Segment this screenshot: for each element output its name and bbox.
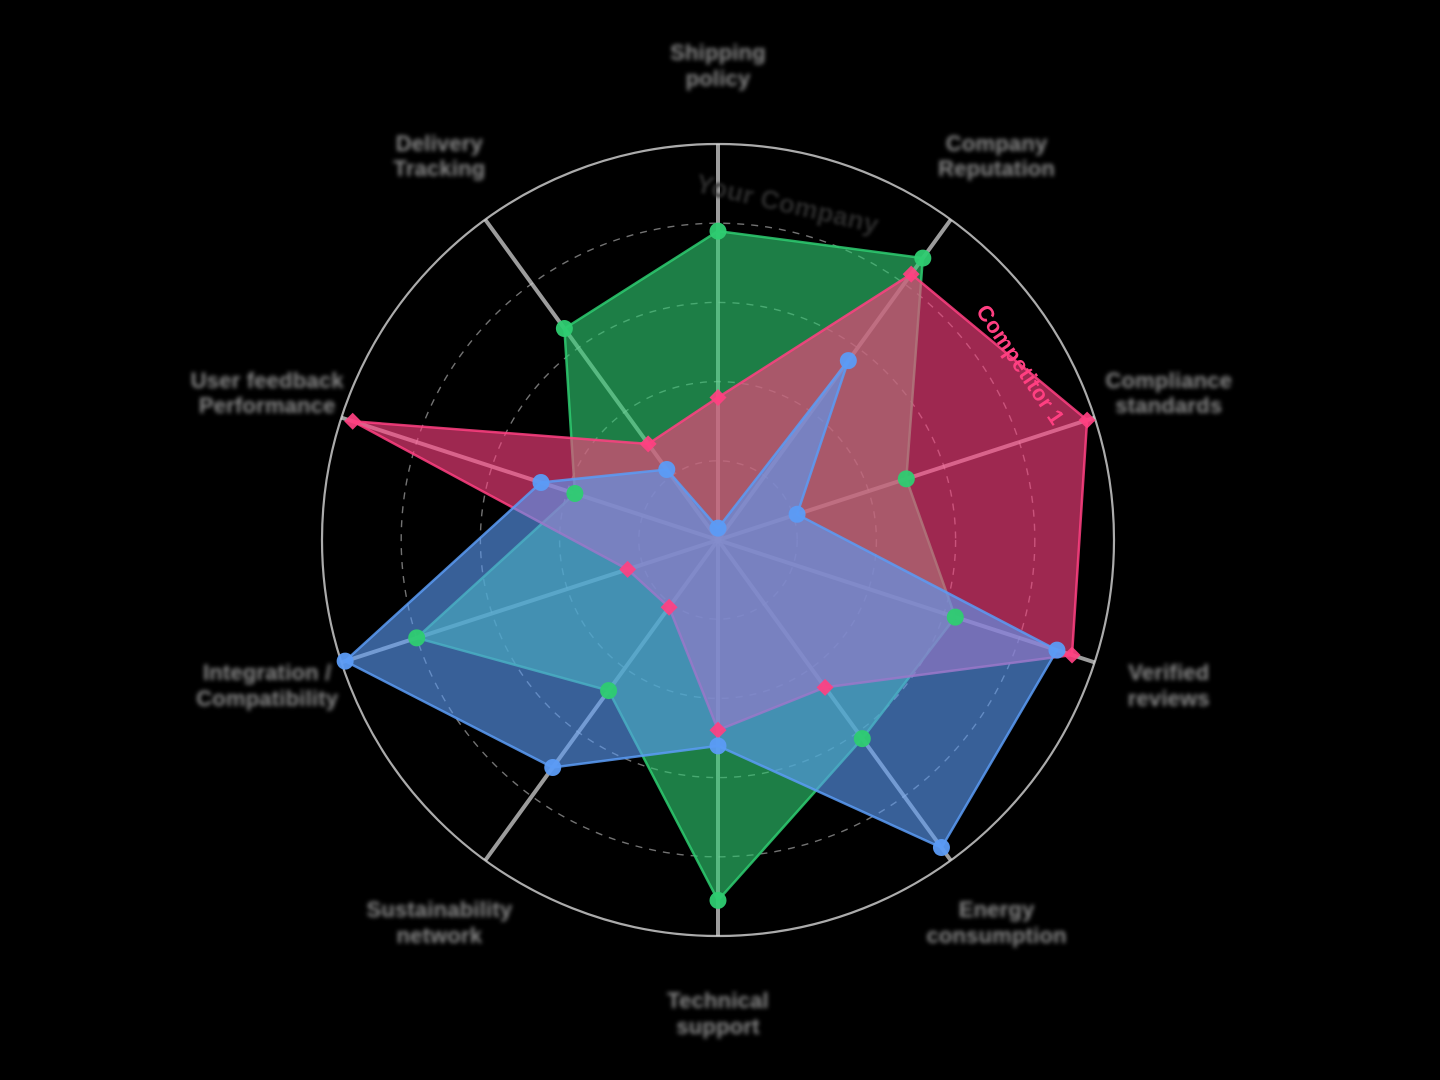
- series-point: [709, 519, 727, 537]
- series-point: [658, 461, 676, 479]
- series-point: [555, 320, 573, 338]
- series-point: [914, 249, 932, 267]
- series-point: [544, 758, 562, 776]
- series-point-layer[interactable]: [336, 222, 1096, 909]
- series-point: [566, 484, 584, 502]
- series-point: [344, 412, 362, 430]
- series-point: [1048, 641, 1066, 659]
- series-point: [1063, 646, 1081, 664]
- series-point: [946, 608, 964, 626]
- series-point: [816, 678, 834, 696]
- series-point: [897, 470, 915, 488]
- series-point: [709, 721, 727, 739]
- series-point: [709, 737, 727, 755]
- series-point: [709, 222, 727, 240]
- series-point: [600, 682, 618, 700]
- series-point: [709, 388, 727, 406]
- series-point: [639, 435, 657, 453]
- series-point: [532, 473, 550, 491]
- series-point: [1078, 411, 1096, 429]
- series-point: [788, 505, 806, 523]
- series-point: [853, 730, 871, 748]
- series-point: [932, 839, 950, 857]
- series-point: [336, 652, 354, 670]
- series-point: [709, 891, 727, 909]
- series-point: [619, 560, 637, 578]
- series-point: [902, 265, 920, 283]
- series-point: [660, 598, 678, 616]
- series-area-layer: [342, 229, 1089, 903]
- series-point: [408, 629, 426, 647]
- series-point: [839, 352, 857, 370]
